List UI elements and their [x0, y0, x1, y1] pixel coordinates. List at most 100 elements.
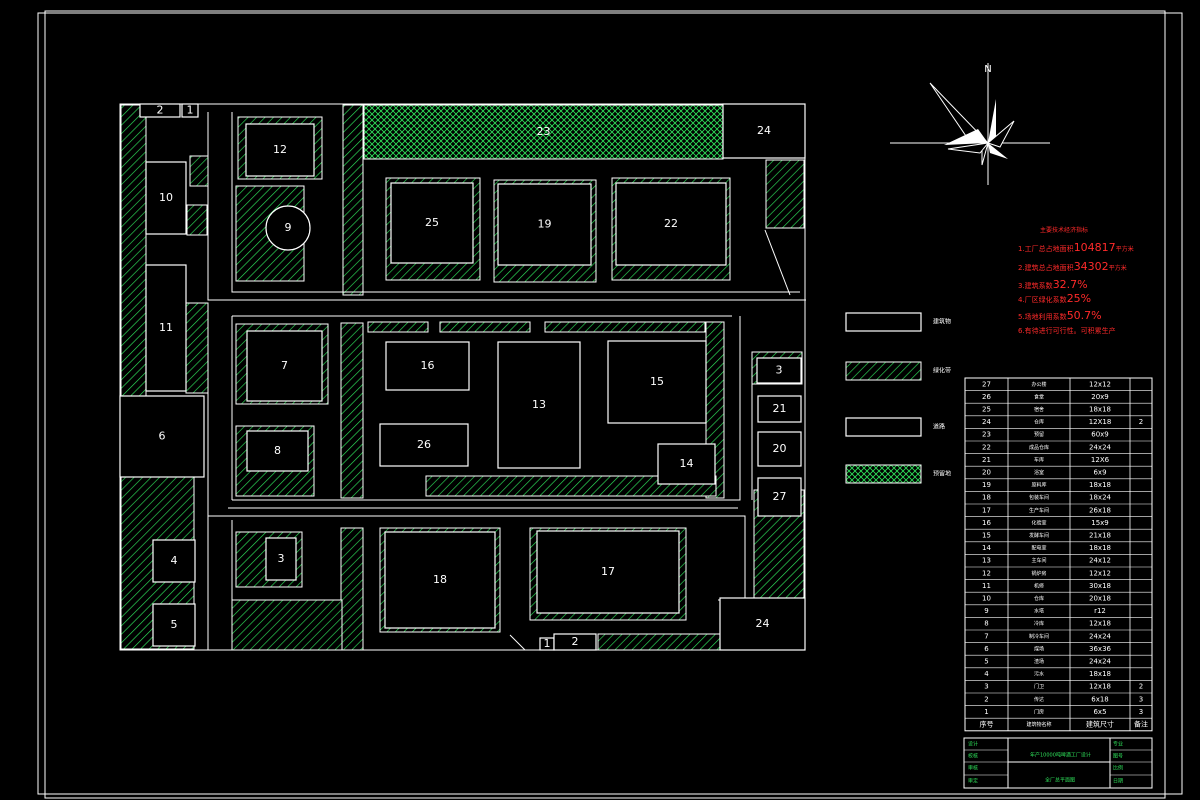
schedule-cell: 3 — [1139, 695, 1143, 703]
schedule-cell: 26 — [982, 393, 991, 401]
building-14-label: 14 — [680, 457, 694, 470]
schedule-cell: 27 — [982, 380, 991, 388]
schedule-cell: 16 — [982, 519, 991, 527]
schedule-cell: 车库 — [1034, 456, 1044, 463]
schedule-cell: 包装车间 — [1029, 494, 1049, 501]
building-12-label: 12 — [273, 143, 287, 156]
building-26-label: 26 — [417, 438, 431, 451]
building-17-label: 17 — [601, 565, 615, 578]
building-20-label: 20 — [773, 442, 787, 455]
title-block-cell-0: 设计 — [968, 741, 978, 748]
building-21-shape — [757, 395, 802, 423]
building-2-top-shape — [139, 103, 181, 118]
building-8-shape — [246, 430, 309, 472]
schedule-cell: 污水 — [1034, 671, 1044, 678]
building-21-label: 21 — [773, 402, 787, 415]
building-9-label: 9 — [285, 221, 292, 234]
schedule-cell: 传达 — [1034, 696, 1044, 703]
building-4-shape — [152, 539, 196, 583]
schedule-cell: 配电室 — [1031, 545, 1046, 552]
schedule-cell: 生产车间 — [1029, 507, 1049, 514]
schedule-cell: 13 — [982, 557, 991, 565]
outer-frame — [37, 12, 1183, 795]
summary-title: 主要技术经济指标 — [1040, 226, 1088, 234]
schedule-cell: 1 — [984, 708, 988, 716]
schedule-cell: 5 — [984, 658, 988, 666]
schedule-cell: 23 — [982, 431, 991, 439]
schedule-cell: 12X18 — [1089, 418, 1112, 426]
building-13-label: 13 — [532, 398, 546, 411]
building-19-shape — [497, 183, 592, 266]
schedule-cell: 2 — [984, 695, 988, 703]
building-2-bottom-shape — [553, 633, 597, 651]
building-20-shape — [757, 431, 802, 467]
schedule-cell: 19 — [982, 481, 991, 489]
schedule-cell: 化验室 — [1031, 519, 1046, 526]
building-6-label: 6 — [159, 430, 166, 443]
schedule-cell: 15 — [982, 532, 991, 540]
summary-line-4: 4.厂区绿化系数25% — [1018, 292, 1091, 305]
schedule-cell: 18x24 — [1089, 494, 1112, 502]
schedule-cell: 3 — [1139, 708, 1143, 716]
title-block-project: 年产10000吨啤酒工厂设计 — [1030, 752, 1091, 759]
schedule-cell: 20x9 — [1091, 393, 1109, 401]
schedule-cell: 10 — [982, 595, 991, 603]
building-2-bottom-label: 2 — [572, 635, 579, 648]
building-8-label: 8 — [274, 444, 281, 457]
building-18-shape — [384, 531, 496, 629]
schedule-cell: 17 — [982, 506, 991, 514]
legend-swatch-green — [845, 361, 922, 381]
building-3-left-shape — [265, 537, 297, 581]
schedule-cell: 14 — [982, 544, 991, 552]
building-13-shape — [497, 341, 581, 469]
building-1-top-label: 1 — [187, 104, 194, 117]
technical-summary: 主要技术经济指标 1.工厂总占地面积104817平方米 2.建筑总占地面积343… — [1018, 226, 1134, 335]
schedule-cell: 门房 — [1034, 708, 1044, 715]
schedule-cell: 发酵车间 — [1029, 532, 1049, 539]
schedule-cell: 18x18 — [1089, 544, 1111, 552]
building-4-label: 4 — [171, 554, 178, 567]
schedule-header-cell: 建筑尺寸 — [1086, 720, 1114, 729]
schedule-cell: 6x18 — [1091, 695, 1109, 703]
building-17-shape — [536, 530, 680, 614]
schedule-cell: 30x18 — [1089, 582, 1111, 590]
inner-frame — [44, 10, 1166, 799]
schedule-cell: 12x12 — [1089, 380, 1111, 388]
schedule-cell: 12x18 — [1089, 620, 1111, 628]
title-block-cell-1: 校核 — [968, 753, 978, 760]
summary-line-3: 3.建筑系数32.7% — [1018, 278, 1088, 291]
building-18-label: 18 — [433, 573, 447, 586]
building-26-shape — [379, 423, 469, 467]
schedule-cell: 24x24 — [1089, 632, 1112, 640]
schedule-cell: 60x9 — [1091, 431, 1109, 439]
building-15-shape — [607, 340, 707, 424]
schedule-cell: 9 — [984, 607, 988, 615]
building-1-top-shape — [181, 103, 199, 118]
schedule-cell: 仓库 — [1034, 595, 1044, 602]
building-1-bottom-label: 1 — [544, 637, 551, 650]
building-24-top-label: 24 — [757, 124, 771, 137]
schedule-cell: 26x18 — [1089, 506, 1111, 514]
title-block-cell-7: 日期 — [1113, 779, 1123, 785]
building-11-shape — [145, 264, 187, 392]
schedule-cell: 预留 — [1034, 431, 1044, 438]
schedule-cell: 24x24 — [1089, 658, 1112, 666]
schedule-cell: 仓库 — [1034, 419, 1044, 426]
schedule-cell: 4 — [984, 670, 989, 678]
north-compass: N — [890, 63, 1050, 185]
schedule-cell: 宿舍 — [1034, 406, 1044, 413]
building-16-label: 16 — [421, 359, 435, 372]
building-19-label: 19 — [538, 218, 552, 231]
schedule-cell: 门卫 — [1034, 683, 1044, 690]
schedule-cell: 锅炉房 — [1031, 570, 1046, 577]
schedule-cell: r12 — [1094, 607, 1106, 615]
building-27-shape — [757, 477, 802, 517]
building-24-bottom-shape — [719, 597, 806, 651]
schedule-cell: 11 — [982, 582, 991, 590]
schedule-cell: 成品仓库 — [1029, 444, 1049, 451]
schedule-cell: 制冷车间 — [1029, 633, 1049, 640]
schedule-cell: 12X6 — [1091, 456, 1110, 464]
schedule-cell: 15x9 — [1091, 519, 1109, 527]
schedule-cell: 12x18 — [1089, 683, 1111, 691]
